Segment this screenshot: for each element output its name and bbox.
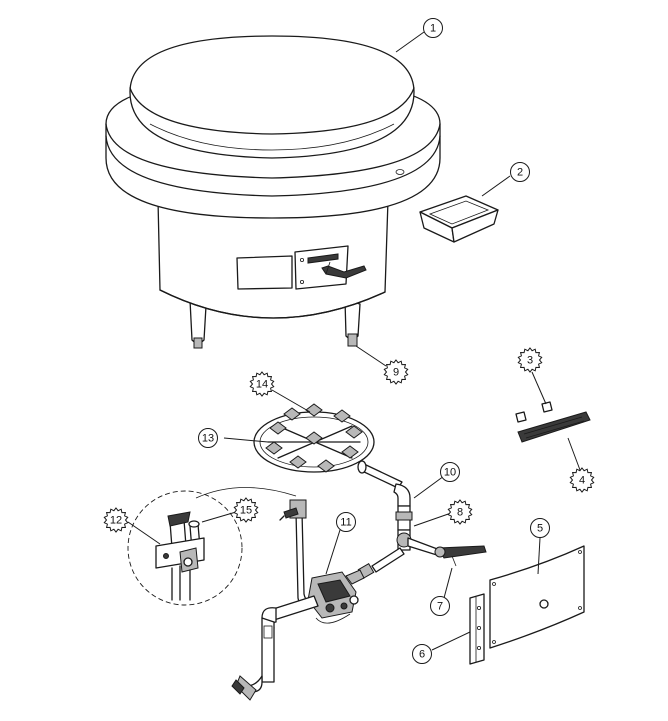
pilot-detail	[127, 487, 297, 606]
callout-label: 8	[457, 507, 463, 519]
callout-label: 1	[430, 23, 436, 35]
callout-label: 13	[202, 433, 214, 445]
callout-6: 6	[412, 644, 432, 664]
burner-ring	[253, 403, 375, 473]
callout-circle-shape	[198, 428, 218, 448]
callout-label: 7	[437, 601, 443, 613]
label-plate	[517, 411, 591, 443]
callout-11: 11	[336, 512, 356, 532]
callout-10: 10	[440, 462, 460, 482]
access-window	[236, 255, 293, 290]
callout-8: 8	[447, 499, 473, 525]
control-slot	[307, 253, 339, 264]
callout-label: 4	[579, 475, 585, 487]
griddle-body	[105, 35, 441, 349]
callout-1: 1	[423, 18, 443, 38]
gas-valve	[307, 569, 365, 624]
callout-9: 9	[383, 359, 409, 385]
right-leg-foot	[347, 333, 358, 347]
callout-15: 15	[233, 497, 259, 523]
mounting-bracket	[469, 593, 485, 665]
control-panel	[294, 245, 349, 290]
callout-star-shape	[569, 467, 595, 493]
callout-label: 11	[340, 517, 351, 529]
callout-label: 10	[444, 467, 456, 479]
valve-handle	[407, 537, 487, 567]
callout-label: 14	[256, 379, 268, 391]
callout-circle-shape	[423, 18, 443, 38]
callout-7: 7	[430, 596, 450, 616]
callout-label: 9	[393, 367, 399, 379]
callout-star-shape	[383, 359, 409, 385]
callout-label: 2	[517, 167, 523, 179]
callout-circle-shape	[430, 596, 450, 616]
burner-ports	[265, 403, 363, 473]
callout-circle-shape	[510, 162, 530, 182]
gas-manifold-pipe	[357, 460, 413, 551]
leader-lines	[127, 31, 581, 651]
callout-star-shape	[233, 497, 259, 523]
side-panel	[489, 545, 585, 649]
gas-inlet-pipe	[231, 595, 319, 701]
callout-star-shape	[517, 347, 543, 373]
callout-label: 15	[240, 505, 252, 517]
callout-star-shape	[103, 507, 129, 533]
callout-label: 12	[110, 515, 122, 527]
callout-star-shape	[249, 371, 275, 397]
callout-2: 2	[510, 162, 530, 182]
pilot-tubing	[279, 499, 315, 608]
callout-circle-shape	[440, 462, 460, 482]
callout-14: 14	[249, 371, 275, 397]
label-clips	[515, 401, 553, 423]
left-leg-foot	[193, 337, 203, 349]
control-knob	[321, 265, 367, 279]
callout-label: 6	[419, 649, 425, 661]
callout-13: 13	[198, 428, 218, 448]
callout-4: 4	[569, 467, 595, 493]
callout-circle-shape	[412, 644, 432, 664]
callout-star-shape	[447, 499, 473, 525]
supply-pipe	[357, 547, 405, 580]
callout-label: 3	[527, 355, 533, 367]
callout-3: 3	[517, 347, 543, 373]
callout-5: 5	[530, 518, 550, 538]
callout-circle-shape	[530, 518, 550, 538]
drip-tray	[419, 195, 499, 243]
callout-12: 12	[103, 507, 129, 533]
callout-label: 5	[537, 523, 543, 535]
callout-circle-shape	[336, 512, 356, 532]
top-lid	[129, 35, 415, 159]
